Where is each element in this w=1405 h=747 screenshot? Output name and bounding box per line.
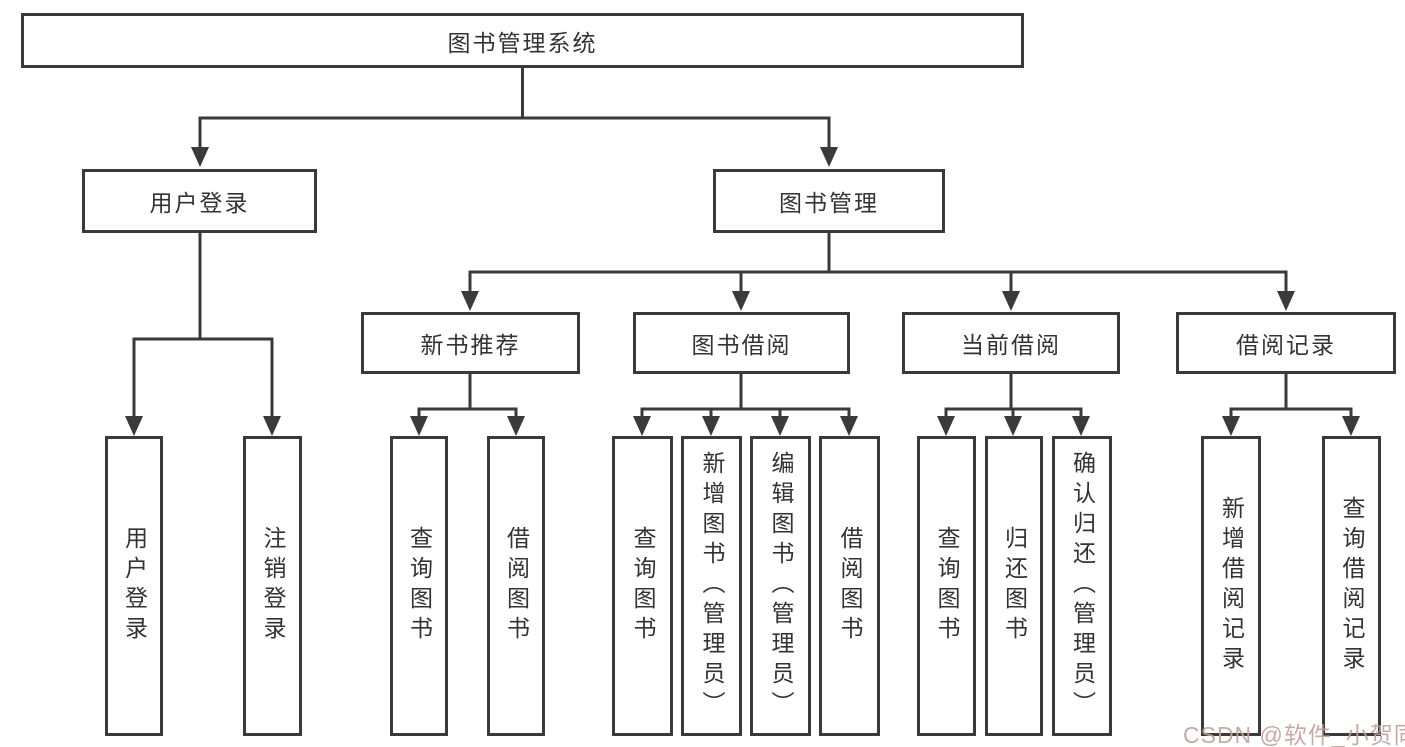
node-label: 新增图书（管理员） [699,451,725,721]
arrowhead-icons [125,147,1360,436]
node-label: 新增借阅记录 [1218,496,1245,676]
node-label: 编辑图书（管理员） [768,451,794,721]
node-label: 查询图书 [406,526,433,646]
leaf-borrow-add-book-admin: 新增图书（管理员） [681,436,742,736]
node-label: 图书管理 [779,190,879,216]
leaf-borrow-query-book: 查询图书 [612,436,673,736]
node-label: 新书推荐 [420,332,521,358]
leaf-borrow-edit-book-admin: 编辑图书（管理员） [750,436,811,736]
node-label: 当前借阅 [961,332,1061,358]
node-label: 确认归还（管理员） [1069,451,1096,721]
node-label: 查询借阅记录 [1339,496,1365,676]
node-label: 查询图书 [934,526,960,646]
leaf-logout: 注销登录 [243,436,302,736]
node-book-borrow: 图书借阅 [633,312,850,374]
node-label: 图书借阅 [691,332,792,358]
node-borrow-record: 借阅记录 [1176,312,1396,374]
leaf-newrec-borrow-book: 借阅图书 [487,436,545,736]
csdn-watermark: CSDN @软件_小贺同学 [1183,722,1405,747]
node-label: 归还图书 [1001,526,1028,646]
node-label: 注销登录 [260,526,286,646]
node-current-borrow: 当前借阅 [902,312,1120,374]
tree-edges [132,68,1353,419]
node-label: 用户登录 [149,190,250,216]
leaf-current-query-book: 查询图书 [917,436,976,736]
leaf-user-login: 用户登录 [105,436,163,736]
leaf-record-query-borrow-record: 查询借阅记录 [1322,436,1381,736]
node-root-library-system: 图书管理系统 [21,13,1024,68]
node-label: 借阅图书 [503,526,530,646]
node-label: 借阅记录 [1236,332,1336,358]
leaf-newrec-query-book: 查询图书 [390,436,448,736]
node-new-book-recommend: 新书推荐 [361,312,580,374]
node-label: 图书管理系统 [447,29,598,56]
node-label: 用户登录 [121,526,148,646]
leaf-record-add-borrow-record: 新增借阅记录 [1201,436,1261,736]
node-user-login: 用户登录 [82,169,317,233]
leaf-borrow-borrow-book: 借阅图书 [819,436,880,736]
node-label: 查询图书 [630,526,656,646]
leaf-current-confirm-return-admin: 确认归还（管理员） [1052,436,1112,736]
node-book-management: 图书管理 [713,169,945,233]
node-label: 借阅图书 [837,526,863,646]
leaf-current-return-book: 归还图书 [985,436,1043,736]
